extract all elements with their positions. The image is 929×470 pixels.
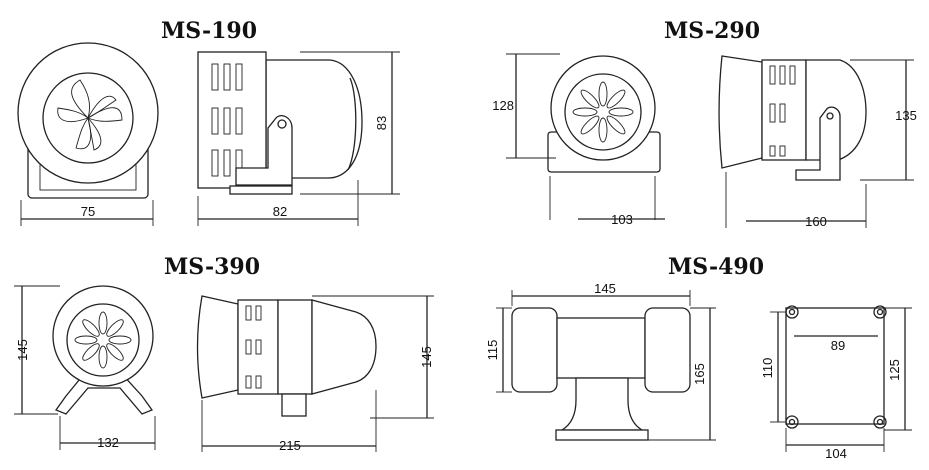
ms490-dim-horn-height: 115	[485, 340, 500, 361]
ms390-side-collar	[277, 299, 313, 395]
ms190-side-bracket	[235, 114, 293, 186]
ms390-front-view: 145 132	[14, 285, 156, 450]
ms290-title: MS-290	[664, 18, 760, 44]
ms490-pedestal-foot	[555, 429, 649, 441]
ms490-side-view: 145 115 165	[485, 281, 716, 441]
ms390-front-housing	[52, 285, 154, 387]
ms490-dim-base-height-outer: 125	[887, 359, 902, 381]
ms290-grille-petals	[572, 81, 634, 143]
ms190-fan-blades	[57, 79, 123, 151]
ms190-front-housing	[17, 42, 159, 184]
ms390-grille-petals	[74, 311, 132, 369]
ms390-dim-front-width: 132	[97, 435, 119, 450]
ms490-title: MS-490	[668, 254, 764, 280]
ms390-side-bell	[196, 295, 239, 399]
ms190-side-view: 83 82	[197, 51, 400, 226]
ms190-title: MS-190	[161, 18, 257, 44]
ms290-side-motor-housing	[761, 59, 807, 161]
ms490-group: MS-490 145 115 165	[485, 254, 912, 461]
ms390-dim-height-side: 145	[419, 346, 434, 368]
ms290-side-view: 135 160	[718, 55, 917, 229]
ms390-group: MS-390 145 132	[14, 254, 434, 453]
ms490-mount-holes	[785, 305, 887, 429]
ms290-front-housing	[550, 55, 656, 161]
ms490-dim-base-height: 110	[760, 358, 775, 379]
ms190-dim-front-width: 75	[81, 204, 95, 219]
ms490-dim-length: 145	[594, 281, 616, 296]
ms290-dim-side-length: 160	[805, 214, 827, 229]
ms290-dim-front-width: 103	[611, 212, 633, 227]
ms490-plate-outline	[785, 307, 885, 425]
ms290-vent-slots	[769, 65, 796, 157]
ms190-vent-slots	[211, 63, 243, 177]
ms190-side-foot	[229, 185, 293, 195]
ms190-dim-height: 83	[374, 116, 389, 130]
ms490-pedestal	[559, 377, 645, 431]
ms490-left-horn	[511, 307, 558, 393]
ms190-group: MS-190 75	[17, 18, 400, 226]
ms290-dim-height-front: 128	[492, 98, 514, 113]
ms390-side-mount	[281, 393, 307, 417]
ms290-front-view: 128 103	[492, 53, 665, 227]
ms390-title: MS-390	[164, 254, 260, 280]
ms390-side-motor-housing	[237, 299, 279, 395]
ms490-dim-base-width: 104	[825, 446, 847, 461]
ms390-side-cone	[311, 299, 377, 395]
ms490-right-horn	[644, 307, 691, 393]
ms290-side-bell	[718, 55, 763, 169]
ms390-front-grille	[66, 303, 140, 377]
ms490-dim-hole-spacing-x: 89	[831, 338, 845, 353]
ms190-side-motor-housing	[197, 51, 267, 189]
ms490-center-body	[556, 317, 646, 379]
ms490-base-plate: 89 110 125 104	[760, 305, 912, 461]
ms290-side-bracket	[795, 106, 841, 181]
ms390-side-view: 145 215	[196, 295, 434, 453]
ms290-front-grille	[564, 73, 642, 151]
ms290-dim-height-side: 135	[895, 108, 917, 123]
ms190-front-grille	[42, 72, 134, 164]
ms290-group: MS-290 128 103	[492, 18, 917, 229]
ms490-dim-total-height: 165	[692, 363, 707, 385]
ms390-dim-side-length: 215	[279, 438, 301, 453]
ms390-vent-slots	[245, 305, 262, 389]
ms390-dim-height-front: 145	[15, 339, 30, 361]
ms190-dim-side-length: 82	[273, 204, 287, 219]
ms190-front-view: 75	[17, 42, 159, 226]
